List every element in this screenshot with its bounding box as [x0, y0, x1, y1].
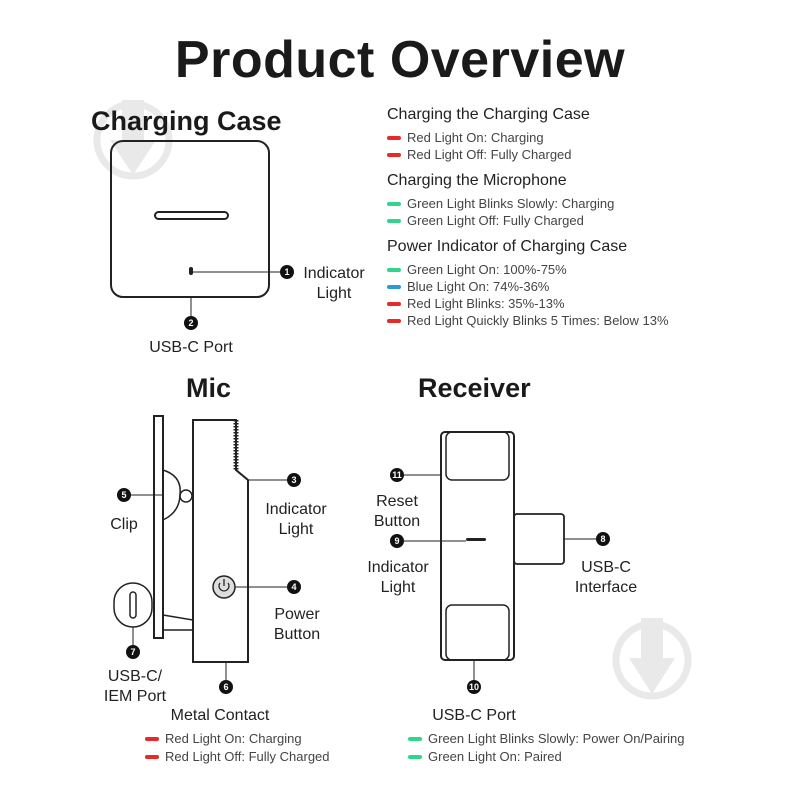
legend-item: Green Light Off: Fully Charged: [387, 213, 787, 228]
callout-label-clip: Clip: [110, 516, 138, 533]
callout-label-indicator-light: Indicator Light: [265, 501, 327, 538]
callout-number: 9: [390, 534, 404, 548]
red-indicator-icon: [387, 135, 401, 140]
legend-item: Green Light Blinks Slowly: Power On/Pair…: [408, 731, 685, 746]
legend-item: Green Light Blinks Slowly: Charging: [387, 196, 787, 211]
mic-heading: Mic: [186, 373, 232, 403]
red-indicator-icon: [145, 736, 159, 741]
legend-panel: Charging the Charging Case Red Light On:…: [387, 106, 787, 328]
legend-heading: Power Indicator of Charging Case: [387, 238, 628, 255]
callout-label-usb-c-port: USB-C Port: [432, 707, 516, 724]
blue-indicator-icon: [387, 284, 401, 289]
legend-item: Red Light On: Charging: [387, 130, 787, 145]
legend-item: Red Light Off: Fully Charged: [145, 749, 330, 764]
callout-number: 4: [287, 580, 301, 594]
callout-number: 7: [126, 645, 140, 659]
callout-label-usb-c-iem-port: USB-C/ IEM Port: [103, 668, 167, 705]
callout-label-indicator-light: Indicator Light: [367, 559, 429, 596]
red-indicator-icon: [387, 301, 401, 306]
callout-label-reset-button: Reset Button: [373, 493, 421, 530]
red-indicator-icon: [387, 318, 401, 323]
green-indicator-icon: [408, 754, 422, 759]
receiver-legend: Green Light Blinks Slowly: Power On/Pair…: [408, 731, 685, 764]
mic-drawing: [113, 415, 287, 680]
callout-number: 11: [390, 468, 404, 482]
watermark-icon: [612, 618, 692, 700]
legend-item: Red Light Off: Fully Charged: [387, 147, 787, 162]
callout-number: 1: [280, 265, 294, 279]
charging-case-drawing: [110, 140, 280, 318]
mic-legend: Red Light On: Charging Red Light Off: Fu…: [145, 731, 330, 764]
callout-number: 2: [184, 316, 198, 330]
legend-heading: Charging the Microphone: [387, 172, 567, 189]
legend-item: Green Light On: 100%-75%: [387, 262, 787, 277]
legend-item: Green Light On: Paired: [408, 749, 685, 764]
callout-number: 8: [596, 532, 610, 546]
green-indicator-icon: [387, 267, 401, 272]
red-indicator-icon: [387, 152, 401, 157]
legend-item: Red Light On: Charging: [145, 731, 330, 746]
legend-item: Blue Light On: 74%-36%: [387, 279, 787, 294]
red-indicator-icon: [145, 754, 159, 759]
green-indicator-icon: [408, 736, 422, 741]
callout-number: 5: [117, 488, 131, 502]
legend-item: Red Light Blinks: 35%-13%: [387, 296, 787, 311]
legend-heading: Charging the Charging Case: [387, 106, 590, 123]
legend-item: Red Light Quickly Blinks 5 Times: Below …: [387, 313, 787, 328]
charging-case-heading: Charging Case: [91, 106, 282, 136]
callout-label-usb-c-interface: USB-C Interface: [574, 559, 638, 596]
callout-label-power-button: Power Button: [273, 606, 321, 643]
callout-label-usb-c-port: USB-C Port: [149, 339, 233, 356]
receiver-heading: Receiver: [418, 373, 531, 403]
callout-label-indicator-light: Indicator Light: [303, 265, 365, 302]
page-title: Product Overview: [174, 31, 626, 89]
callout-number: 6: [219, 680, 233, 694]
green-indicator-icon: [387, 218, 401, 223]
callout-number: 10: [467, 680, 481, 694]
receiver-drawing: [404, 431, 596, 680]
callout-number: 3: [287, 473, 301, 487]
green-indicator-icon: [387, 201, 401, 206]
callout-label-metal-contact: Metal Contact: [170, 707, 270, 724]
